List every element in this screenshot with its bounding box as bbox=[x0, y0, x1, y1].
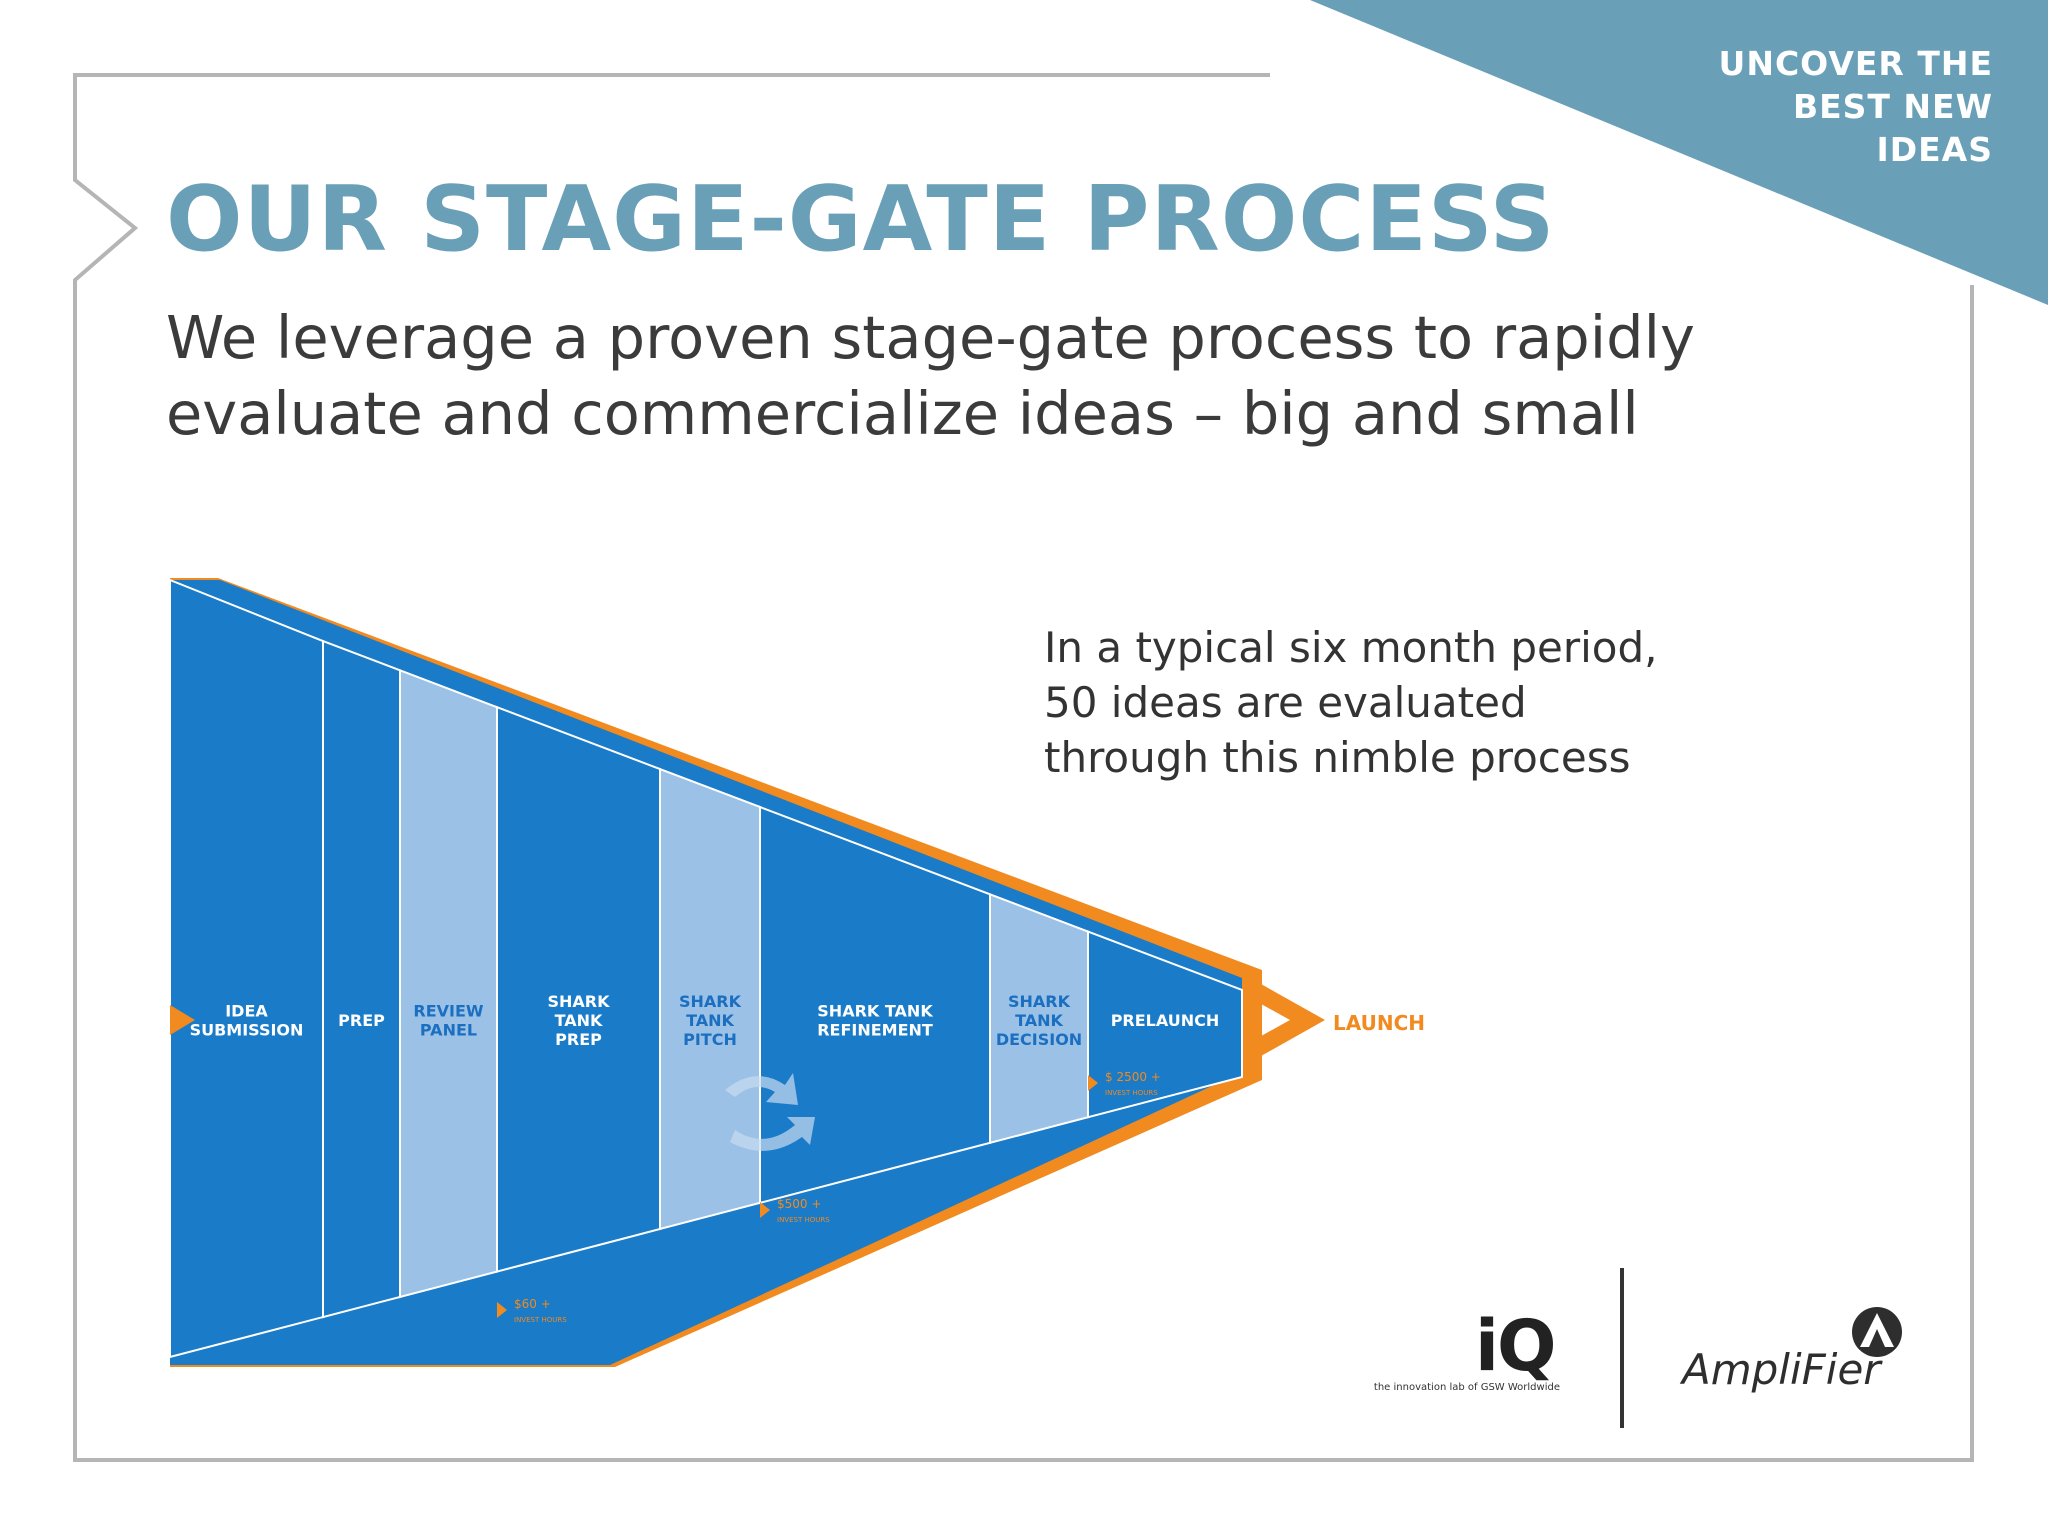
stage-column bbox=[1087, 930, 1243, 1119]
investment-amount: $60 + bbox=[514, 1297, 551, 1311]
investment-amount: $500 + bbox=[777, 1197, 821, 1211]
stage-label: PREP bbox=[555, 1030, 602, 1049]
entry-arrow-icon bbox=[170, 1005, 195, 1035]
stage-label: SHARK bbox=[547, 992, 610, 1011]
iq-tagline: the innovation lab of GSW Worldwide bbox=[1373, 1382, 1560, 1393]
slide-title: OUR STAGE-GATE PROCESS bbox=[166, 167, 1556, 272]
callout-line: through this nimble process bbox=[1044, 733, 1631, 782]
corner-banner-line: UNCOVER THE bbox=[1718, 44, 1993, 83]
corner-banner-shape bbox=[1310, 0, 2048, 305]
stage-label: REFINEMENT bbox=[817, 1021, 933, 1040]
corner-banner-line: IDEAS bbox=[1876, 130, 1993, 169]
stage-column bbox=[169, 578, 324, 1359]
stage-label: DECISION bbox=[996, 1030, 1082, 1049]
stage-label: SHARK TANK bbox=[817, 1002, 933, 1021]
stage-label: TANK bbox=[555, 1011, 603, 1030]
stage-column bbox=[496, 705, 661, 1273]
stage-label: PANEL bbox=[420, 1021, 477, 1040]
frame-border bbox=[73, 73, 1974, 1462]
investment-marker-icon bbox=[497, 1302, 507, 1318]
slide-subtitle: We leverage a proven stage-gate process … bbox=[166, 303, 1695, 448]
stage-label: IDEA bbox=[225, 1002, 268, 1021]
investment-marker-icon bbox=[1088, 1075, 1098, 1091]
stage-label: TANK bbox=[686, 1011, 734, 1030]
iq-logo: iQ bbox=[1475, 1305, 1557, 1387]
amplifier-a-icon bbox=[1852, 1307, 1902, 1357]
amplifier-logo: AmpliFier bbox=[1682, 1345, 1881, 1394]
investment-note: INVEST HOURS bbox=[514, 1316, 567, 1324]
stage-label: PREP bbox=[338, 1011, 385, 1030]
stage-label: PITCH bbox=[683, 1030, 737, 1049]
callout-line: In a typical six month period, bbox=[1044, 623, 1658, 672]
investment-amount: $ 2500 + bbox=[1105, 1070, 1161, 1084]
stage-label: SHARK bbox=[679, 992, 742, 1011]
investment-note: INVEST HOURS bbox=[1105, 1089, 1158, 1097]
stage-label: SUBMISSION bbox=[190, 1021, 304, 1040]
chevron-arrow-icon bbox=[1245, 975, 1325, 1065]
stage-label: REVIEW bbox=[413, 1002, 484, 1021]
stage-label: PRELAUNCH bbox=[1111, 1011, 1220, 1030]
refresh-arrows-icon bbox=[725, 1073, 815, 1151]
stage-label: TANK bbox=[1015, 1011, 1063, 1030]
callout-text: In a typical six month period, 50 ideas … bbox=[1044, 620, 1804, 785]
stage-column bbox=[399, 668, 498, 1299]
corner-banner-line: BEST NEW bbox=[1792, 87, 1993, 126]
stage-column bbox=[322, 639, 401, 1319]
corner-banner-text: UNCOVER THE BEST NEW IDEAS bbox=[1573, 42, 1993, 171]
logos-divider bbox=[1620, 1268, 1624, 1428]
callout-line: 50 ideas are evaluated bbox=[1044, 678, 1527, 727]
investment-note: INVEST HOURS bbox=[777, 1216, 830, 1224]
stage-label: SHARK bbox=[1008, 992, 1071, 1011]
launch-label: LAUNCH bbox=[1333, 1011, 1425, 1035]
investment-marker-icon bbox=[760, 1202, 770, 1218]
